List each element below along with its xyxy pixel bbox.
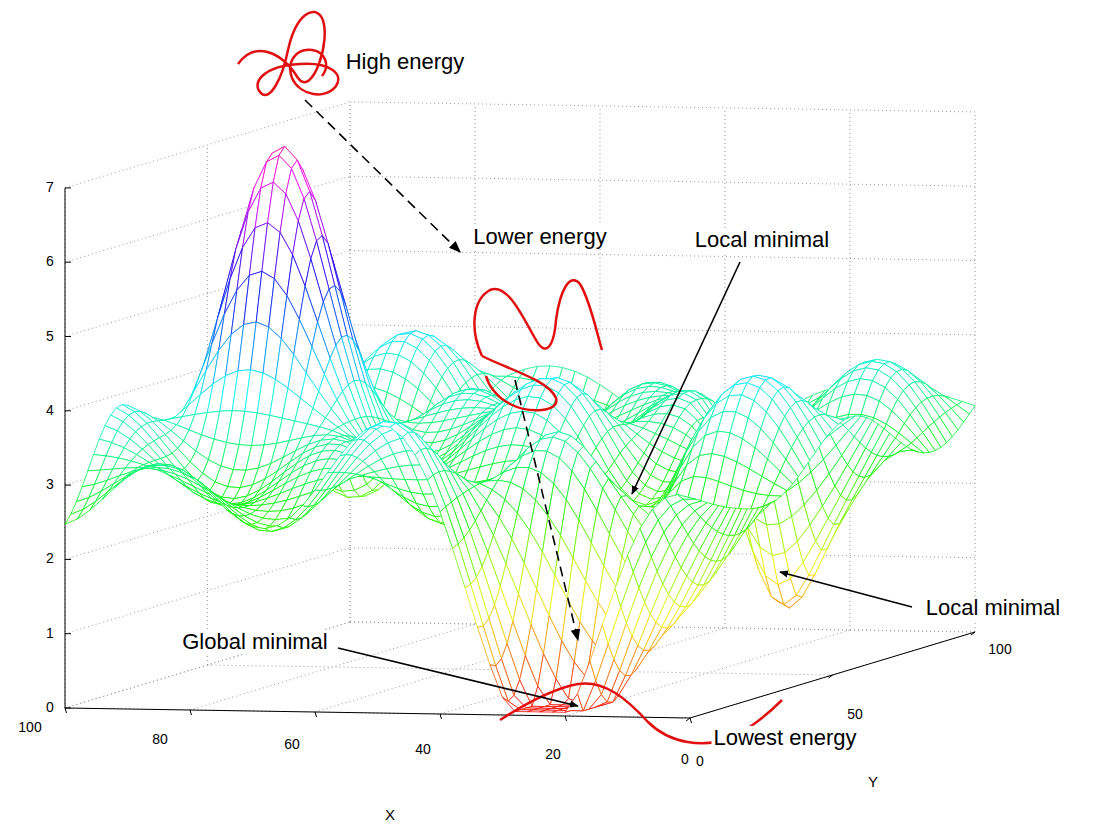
grid-line [350,251,975,261]
grid-line [690,632,975,718]
axis-line [65,187,71,188]
axis-line [565,716,567,721]
axis-line [65,633,71,634]
axis-line [690,718,692,723]
grid-line [975,112,976,632]
grid-line [65,473,350,559]
axis-line [65,262,71,263]
grid-line [65,188,66,708]
axis-line [65,708,67,713]
axis-line [65,708,690,718]
axis-line [686,718,690,721]
grid-line [350,102,975,112]
grid-line [65,708,690,718]
axis-line [65,559,71,560]
axis-line [65,336,71,337]
axis-line [65,410,71,411]
axis-line [690,632,975,718]
grid-line [65,622,350,708]
grid-line [65,102,350,188]
axis-line [65,708,71,709]
mesh-cell [769,484,787,496]
grid-line [65,622,350,708]
axis-line [65,188,66,708]
axis-line [315,712,317,717]
axis-line [971,632,975,635]
axis-line [829,675,833,678]
grid-line [65,548,350,634]
grid-line [350,325,975,335]
axis-line [65,485,71,486]
grid-line [350,176,975,186]
axis-line [440,714,442,719]
axis-line [190,710,192,715]
